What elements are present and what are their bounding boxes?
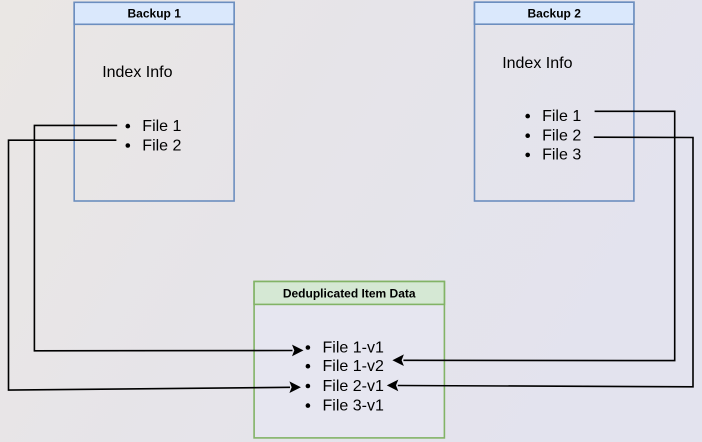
svg-text:File 1: File 1 — [142, 118, 181, 135]
svg-text:File 3: File 3 — [542, 147, 581, 164]
svg-text:Backup 1: Backup 1 — [128, 7, 182, 21]
svg-text:Backup 2: Backup 2 — [528, 6, 582, 20]
svg-text:File 2: File 2 — [142, 137, 181, 154]
svg-text:File 1: File 1 — [542, 108, 581, 125]
svg-text:File 2-v1: File 2-v1 — [323, 378, 384, 395]
svg-text:File 2: File 2 — [542, 128, 581, 145]
svg-text:Index Info: Index Info — [102, 64, 172, 81]
svg-text:File 1-v2: File 1-v2 — [323, 358, 384, 375]
svg-text:File 3-v1: File 3-v1 — [323, 397, 384, 414]
svg-text:Deduplicated Item Data: Deduplicated Item Data — [283, 287, 416, 301]
svg-text:Index Info: Index Info — [502, 55, 572, 72]
svg-text:File 1-v1: File 1-v1 — [323, 339, 384, 356]
